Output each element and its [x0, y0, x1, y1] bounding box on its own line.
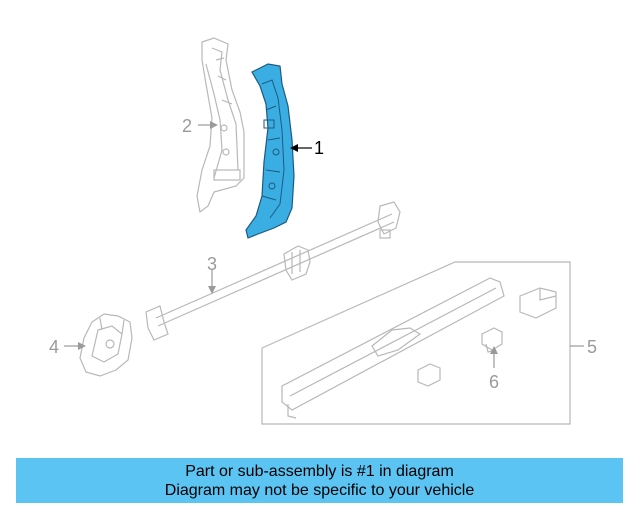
arrowheads — [78, 121, 498, 354]
callout-3[interactable]: 3 — [207, 254, 217, 274]
part-2-inner-pillar[interactable] — [196, 37, 245, 214]
banner-line-2: Diagram may not be specific to your vehi… — [164, 481, 475, 499]
arrow-2-icon — [210, 121, 218, 129]
callout-6[interactable]: 6 — [489, 372, 499, 392]
part-5-sill-assembly[interactable] — [261, 261, 571, 425]
arrow-4-icon — [78, 342, 86, 350]
leader-lines — [64, 124, 584, 368]
arrow-6-icon — [490, 346, 498, 354]
info-banner: Part or sub-assembly is #1 in diagram Di… — [16, 458, 623, 503]
callout-4[interactable]: 4 — [49, 337, 59, 357]
banner-line-1: Part or sub-assembly is #1 in diagram — [185, 462, 454, 480]
part-3-bar[interactable] — [145, 201, 401, 341]
callout-2[interactable]: 2 — [182, 116, 192, 136]
part-1-center-pillar[interactable] — [245, 63, 295, 239]
part-4-bracket[interactable] — [79, 313, 133, 377]
arrow-1-icon — [290, 144, 298, 152]
callout-1[interactable]: 1 — [314, 138, 324, 158]
arrow-3-icon — [208, 286, 216, 294]
callout-5[interactable]: 5 — [587, 337, 597, 357]
